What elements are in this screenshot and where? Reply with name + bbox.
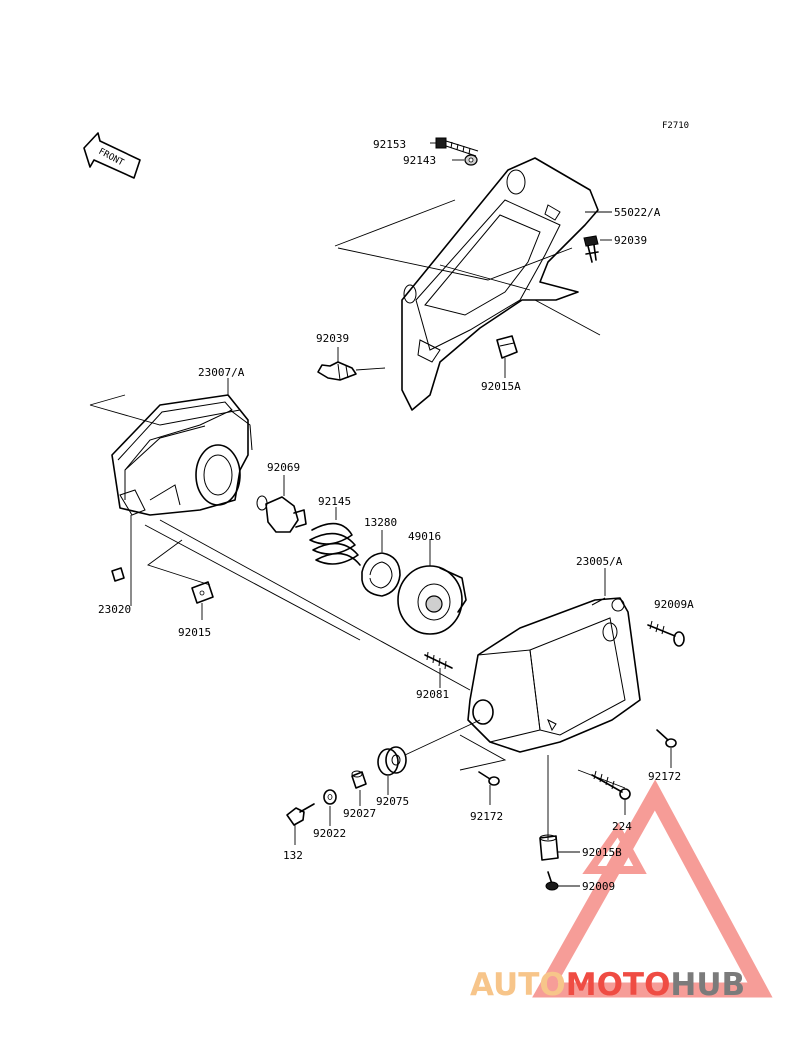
screw-92172-bottom	[478, 771, 500, 805]
label-92015a: 92015A	[481, 380, 521, 393]
screw-92172-right	[656, 729, 677, 768]
washer-92022	[323, 789, 337, 826]
screw-92153	[435, 137, 479, 157]
nut-92015a	[496, 335, 518, 359]
clip-92039-right	[583, 235, 599, 263]
washer-92143	[464, 154, 478, 166]
label-92015: 92015	[178, 626, 211, 639]
label-92009: 92009	[582, 880, 615, 893]
label-92039-right: 92039	[614, 234, 647, 247]
label-92145: 92145	[318, 495, 351, 508]
front-arrow: FRONT	[83, 132, 141, 179]
screw-92009	[545, 871, 580, 891]
label-92069: 92069	[267, 461, 300, 474]
label-92081: 92081	[416, 688, 449, 701]
bulb-socket-92069	[256, 475, 307, 533]
label-224: 224	[612, 820, 632, 833]
label-92153: 92153	[373, 138, 406, 151]
housing-23005a	[467, 597, 641, 753]
screw-224	[591, 770, 631, 815]
label-92075: 92075	[376, 795, 409, 808]
label-92022: 92022	[313, 827, 346, 840]
retainer-ring-13280	[361, 530, 401, 597]
collar-92027	[351, 770, 367, 806]
label-49016: 49016	[408, 530, 441, 543]
grommet-92075	[377, 746, 407, 795]
label-leaders	[130, 142, 612, 620]
nut-92015b	[539, 834, 580, 861]
label-92172-bottom: 92172	[470, 810, 503, 823]
label-23007a: 23007/A	[198, 366, 245, 379]
watermark-logo-triangle	[532, 779, 773, 998]
spring-92145	[309, 507, 361, 566]
watermark-part-moto: MOTO	[566, 967, 671, 1003]
label-132: 132	[283, 849, 303, 862]
bolt-132	[286, 803, 315, 845]
label-13280: 13280	[364, 516, 397, 529]
adjuster-49016	[397, 540, 467, 635]
clip-23020	[111, 515, 132, 600]
stud-92081	[424, 651, 453, 688]
assembly-guide-lines	[89, 199, 626, 840]
front-arrow-label: FRONT	[97, 147, 126, 169]
label-23005a: 23005/A	[576, 555, 623, 568]
label-92039-left: 92039	[316, 332, 349, 345]
cover-55022a	[401, 157, 599, 411]
watermark-text: AUTOMOTOHUB	[470, 967, 745, 1003]
label-92172-right: 92172	[648, 770, 681, 783]
watermark-part-auto: AUTO	[470, 967, 566, 1003]
label-92027: 92027	[343, 807, 376, 820]
label-55022a: 55022/A	[614, 206, 661, 219]
label-92009a: 92009A	[654, 598, 694, 611]
label-92015b: 92015B	[582, 846, 622, 859]
label-23020: 23020	[98, 603, 131, 616]
nut-92015	[191, 581, 214, 604]
watermark-part-hub: HUB	[670, 967, 745, 1003]
headlight-23007a	[111, 394, 253, 516]
label-92143: 92143	[403, 154, 436, 167]
clip-92039-left	[317, 361, 386, 381]
diagram-code: F2710	[662, 121, 689, 131]
bolt-92009a	[647, 620, 685, 647]
